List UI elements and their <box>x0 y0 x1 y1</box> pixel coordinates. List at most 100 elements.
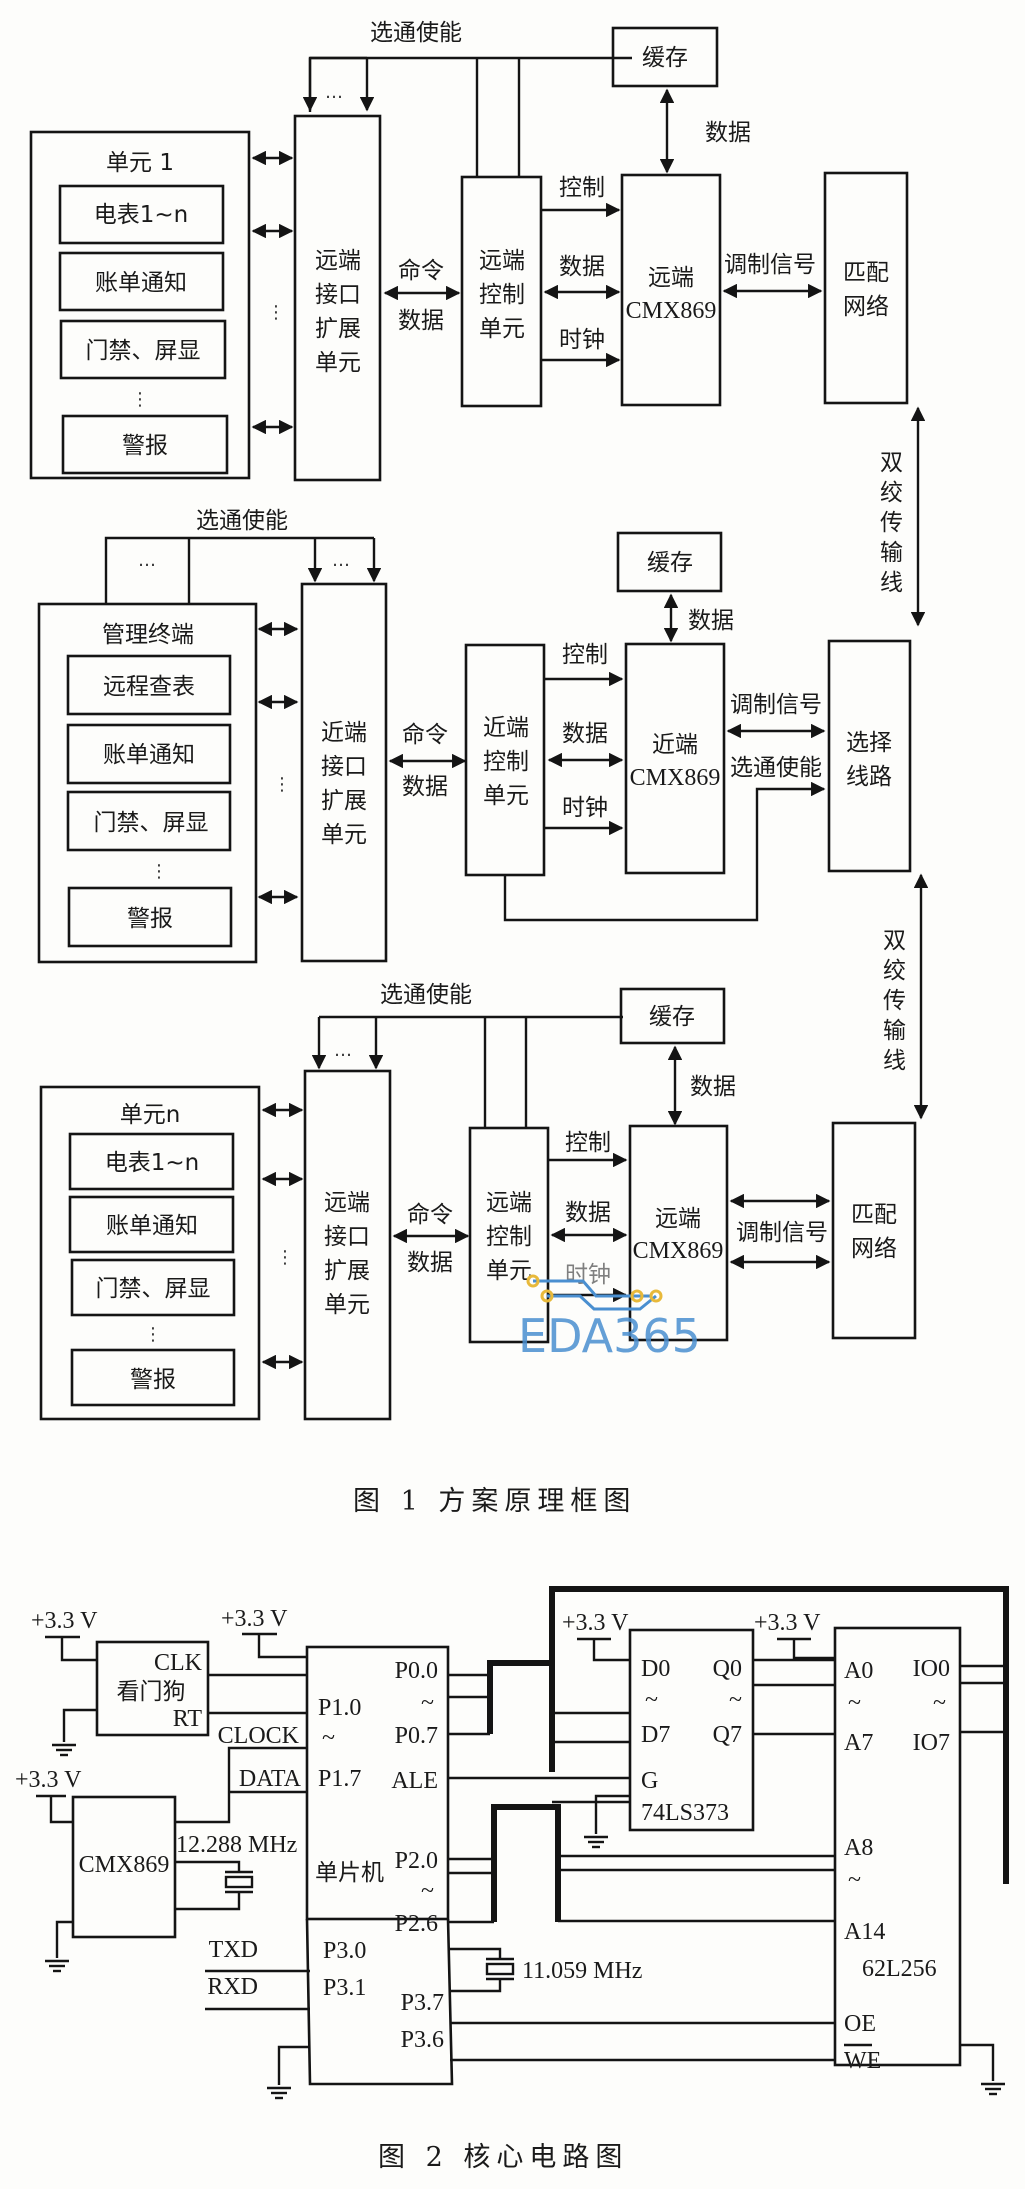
pin-label: P3.7 <box>401 1990 444 2016</box>
remote-controller-box <box>468 1126 550 1344</box>
pin-label: P2.0 <box>395 1848 438 1874</box>
ground-icon <box>981 2082 1005 2096</box>
cache-box <box>616 531 723 593</box>
pin-label: ~ <box>421 1878 434 1904</box>
unit-item <box>58 184 225 245</box>
match-label: 匹配 <box>843 260 889 286</box>
data-label: 数据 <box>407 1250 453 1276</box>
pin-label: P1.0 <box>318 1695 361 1721</box>
vdots: ⋮ <box>150 861 168 882</box>
controller-label: 单元 <box>479 316 525 342</box>
cmx-label: 近端 <box>652 732 698 758</box>
cmx869-label: CMX869 <box>79 1852 170 1878</box>
vcc-label: +3.3 V <box>754 1610 821 1636</box>
mod-signal-label: 调制信号 <box>724 252 816 278</box>
pin-label: ~ <box>933 1690 946 1716</box>
clk-pin: CLK <box>154 1650 203 1676</box>
unit-item <box>58 251 225 312</box>
ellipsis: … <box>325 82 343 103</box>
unit-item-label: 远程查表 <box>103 674 195 700</box>
twisted-label: 线 <box>883 1048 906 1074</box>
data-label: 数据 <box>565 1200 611 1226</box>
controller-label: 单元 <box>483 783 529 809</box>
data-label: 数据 <box>402 774 448 800</box>
select-line-box <box>827 639 912 873</box>
vdots: ⋮ <box>276 1247 294 1268</box>
match-network-box <box>831 1121 917 1340</box>
twisted-label: 线 <box>880 570 903 596</box>
unit-1-box <box>29 130 251 480</box>
twisted-label: 双 <box>883 928 906 954</box>
watchdog-label: 看门狗 <box>117 1679 186 1705</box>
twisted-pair-1: 双 绞 传 输 线 <box>880 406 926 627</box>
txd-label: TXD <box>209 1937 258 1963</box>
controller-label: 控制 <box>483 749 529 775</box>
control-label: 控制 <box>559 175 605 201</box>
pin-label: IO7 <box>913 1730 950 1756</box>
crystal-icon <box>450 1947 515 1993</box>
strobe-label: 选通使能 <box>380 982 472 1008</box>
watermark-text: EDA365 <box>518 1309 701 1363</box>
interface-label: 单元 <box>315 350 361 376</box>
pin-label: ~ <box>729 1687 742 1713</box>
clock-label: 时钟 <box>565 1262 611 1288</box>
pin-label: ~ <box>645 1687 658 1713</box>
unit-item-label: 警报 <box>122 433 168 459</box>
unit-n-box <box>39 1085 261 1421</box>
near-cmx869-box <box>624 642 726 875</box>
controller-label: 近端 <box>483 715 529 741</box>
ellipsis: … <box>334 1040 352 1061</box>
unit-item-label: 账单通知 <box>95 270 187 296</box>
twisted-label: 双 <box>880 450 903 476</box>
remote-interface-box <box>303 1069 392 1421</box>
data-label: 数据 <box>705 120 751 146</box>
pin-label: P3.1 <box>323 1975 366 2001</box>
pin-label: ~ <box>848 1690 861 1716</box>
clock-signal-label: CLOCK <box>218 1723 300 1749</box>
unit-item-label: 门禁、屏显 <box>94 810 209 836</box>
unit-item-label: 账单通知 <box>106 1213 198 1239</box>
pin-label: P3.6 <box>401 2027 444 2053</box>
controller-label: 控制 <box>479 282 525 308</box>
clock-label: 时钟 <box>559 327 605 353</box>
strobe-label: 选通使能 <box>730 755 822 781</box>
pin-label: D7 <box>641 1722 670 1748</box>
ground-icon <box>45 1959 69 1973</box>
unit-item <box>70 1348 236 1407</box>
unit-item-label: 警报 <box>130 1367 176 1393</box>
data-label: 数据 <box>690 1074 736 1100</box>
interface-label: 单元 <box>321 822 367 848</box>
latch-74ls373-box <box>628 1628 755 1832</box>
remote-block-top: 选通使能 … 单元 1 电表1~n 账单通知 门禁、屏显 ⋮ 警报 ⋮ 远端 接… <box>29 20 909 482</box>
unit-item-label: 警报 <box>127 906 173 932</box>
interface-label: 接口 <box>315 282 361 308</box>
pin-label: IO0 <box>913 1656 950 1682</box>
unit-item-label: 门禁、屏显 <box>96 1276 211 1302</box>
mod-signal-label: 调制信号 <box>730 692 822 718</box>
pin-label: ~ <box>848 1867 861 1893</box>
command-label: 命令 <box>402 722 448 748</box>
rt-pin: RT <box>173 1706 203 1732</box>
cmx869-box <box>628 1124 729 1342</box>
data-label: 数据 <box>398 308 444 334</box>
pin-label: P1.7 <box>318 1766 361 1792</box>
cmx-label: 远端 <box>655 1206 701 1232</box>
crystal-icon <box>175 1860 254 1911</box>
unit-item <box>70 1258 236 1317</box>
interface-label: 接口 <box>321 754 367 780</box>
watchdog-box <box>95 1640 210 1737</box>
twisted-label: 绞 <box>883 958 906 984</box>
pin-label: P0.7 <box>395 1723 438 1749</box>
near-block: 选通使能 … … 管理终端 远程查表 账单通知 门禁、屏显 ⋮ 警报 ⋮ 近端 … <box>37 508 912 964</box>
vcc-label: +3.3 V <box>562 1610 629 1636</box>
pin-label: ~ <box>322 1725 335 1751</box>
interface-label: 接口 <box>324 1224 370 1250</box>
twisted-label: 传 <box>883 988 906 1014</box>
twisted-pair-2: 双 绞 传 输 线 <box>883 873 929 1120</box>
cmx-label: CMX869 <box>630 765 721 791</box>
strobe-label: 选通使能 <box>370 20 462 46</box>
near-interface-box <box>300 582 388 963</box>
crystal-2-freq: 11.059 MHz <box>522 1958 642 1984</box>
pin-label: OE <box>844 2011 876 2037</box>
cmx-label: CMX869 <box>626 298 717 324</box>
